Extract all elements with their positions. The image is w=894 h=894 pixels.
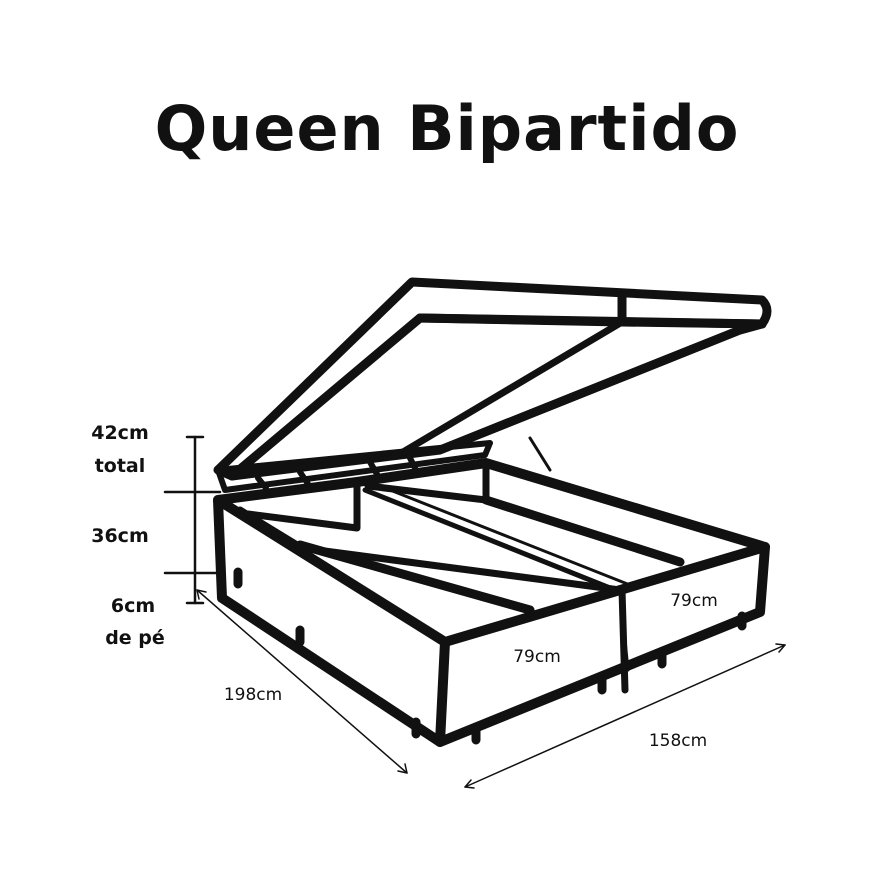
length-arrow [196,589,408,774]
lid-hinge-base [215,436,552,493]
foot-height-word: de pé [105,627,165,649]
bed-base-box [213,458,770,747]
width-arrow [464,643,786,789]
total-height-word: total [94,455,146,477]
feet [233,567,747,745]
diagram-title: Queen Bipartido [154,92,740,165]
box-height-label: 36cm [91,525,149,547]
length-label: 198cm [223,685,283,705]
width-label: 158cm [648,731,708,751]
lifted-lid [213,277,772,481]
half-width-back-label: 79cm [670,591,718,611]
height-dimension-line [163,435,222,605]
foot-height-value: 6cm [110,595,156,617]
total-height-value: 42cm [91,422,149,444]
half-width-front-label: 79cm [513,647,561,667]
